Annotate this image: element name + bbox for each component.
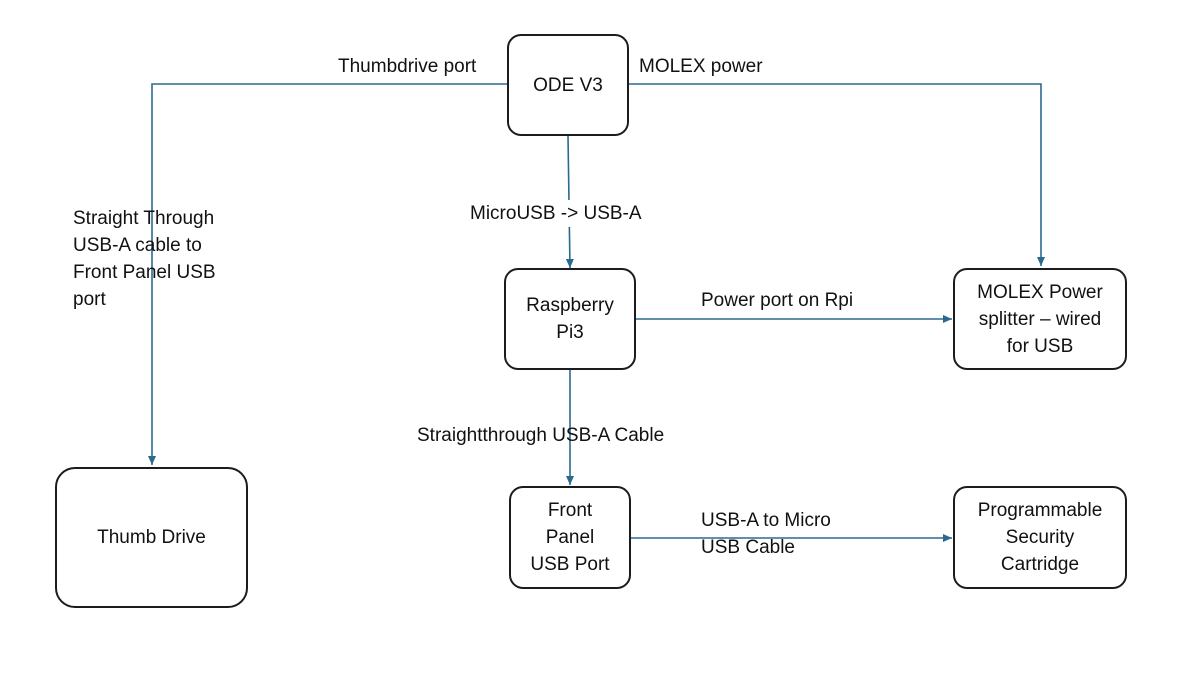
- connector-ode-to-molex-splitter: [628, 83, 1045, 266]
- label-straightthrough-usba-cable: Straightthrough USB-A Cable: [417, 425, 665, 446]
- ode-v3-node: ODE V3: [507, 34, 629, 136]
- label-thumbdrive-port: Thumbdrive port: [338, 56, 477, 77]
- raspberry-pi-node: Raspberry Pi3: [504, 268, 636, 370]
- security-cartridge-node: Programmable Security Cartridge: [953, 486, 1127, 589]
- label-microusb-to-usba: MicroUSB -> USB-A: [470, 200, 642, 227]
- label-molex-power: MOLEX power: [639, 56, 763, 77]
- label-straight-through-cable: Straight Through USB-A cable to Front Pa…: [73, 208, 216, 310]
- connector-ode-to-thumb-drive: [148, 83, 507, 465]
- molex-splitter-node: MOLEX Power splitter – wired for USB: [953, 268, 1127, 370]
- front-panel-usb-port-node: Front Panel USB Port: [509, 486, 631, 589]
- label-usba-to-micro-usb-cable: USB-A to Micro USB Cable: [701, 510, 831, 558]
- thumb-drive-node: Thumb Drive: [55, 467, 248, 608]
- label-power-port-on-rpi: Power port on Rpi: [701, 290, 854, 311]
